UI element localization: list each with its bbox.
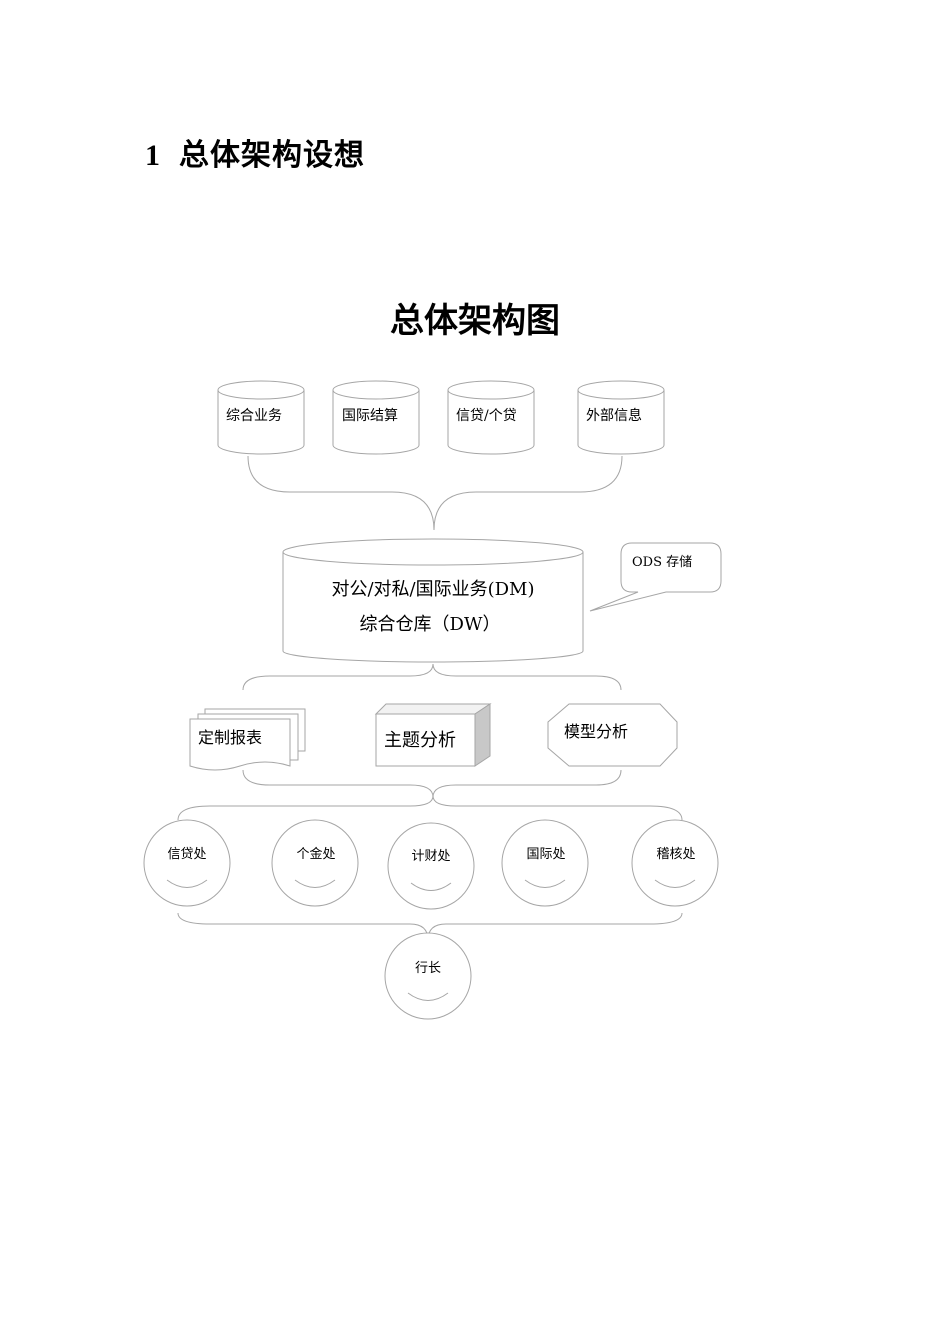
president-face: 行长 [384, 932, 472, 1020]
source-db-label: 国际结算 [342, 408, 398, 424]
ods-callout-label: ODS 存储 [632, 555, 692, 570]
president-label: 行长 [415, 961, 441, 976]
model-analysis-octagon: 模型分析 [547, 703, 678, 767]
source-db-credit-loans: 信贷/个贷 [447, 380, 535, 455]
custom-reports-shape: 定制报表 [189, 708, 306, 771]
section-number: 1 [145, 139, 161, 172]
department-audit: 稽核处 [631, 819, 719, 907]
model-analysis-label: 模型分析 [564, 722, 628, 741]
department-credit: 信贷处 [143, 819, 231, 907]
departments-brace [177, 795, 683, 821]
data-warehouse-cylinder: 对公/对私/国际业务(DM) 综合仓库（DW） [282, 538, 584, 663]
department-label: 计财处 [411, 849, 450, 864]
source-db-international-settlement: 国际结算 [332, 380, 420, 455]
department-label: 信贷处 [167, 847, 206, 862]
custom-reports-label: 定制报表 [198, 728, 262, 747]
tools-brace [242, 769, 622, 798]
source-db-external-info: 外部信息 [577, 380, 665, 455]
diagram-title: 总体架构图 [390, 301, 560, 341]
department-label: 国际处 [526, 847, 565, 862]
section-title: 总体架构设想 [179, 138, 365, 173]
section-heading: 1 总体架构设想 [145, 130, 365, 174]
subject-analysis-label: 主题分析 [384, 730, 456, 751]
department-label: 个金处 [296, 846, 335, 862]
department-international: 国际处 [501, 819, 589, 907]
department-label: 稽核处 [656, 847, 695, 862]
source-db-label: 外部信息 [586, 407, 642, 424]
subject-analysis-box: 主题分析 [374, 703, 492, 767]
sources-brace [247, 455, 623, 531]
ods-callout: ODS 存储 [589, 542, 722, 612]
source-db-label: 综合业务 [226, 408, 282, 424]
warehouse-label-dm: 对公/对私/国际业务(DM) [331, 579, 534, 600]
source-db-comprehensive-business: 综合业务 [217, 380, 305, 455]
warehouse-label-dw: 综合仓库（DW） [360, 614, 501, 635]
department-personal-finance: 个金处 [271, 819, 359, 907]
source-db-label: 信贷/个贷 [456, 408, 517, 424]
warehouse-brace [242, 663, 622, 691]
department-planning-finance: 计财处 [387, 822, 475, 910]
